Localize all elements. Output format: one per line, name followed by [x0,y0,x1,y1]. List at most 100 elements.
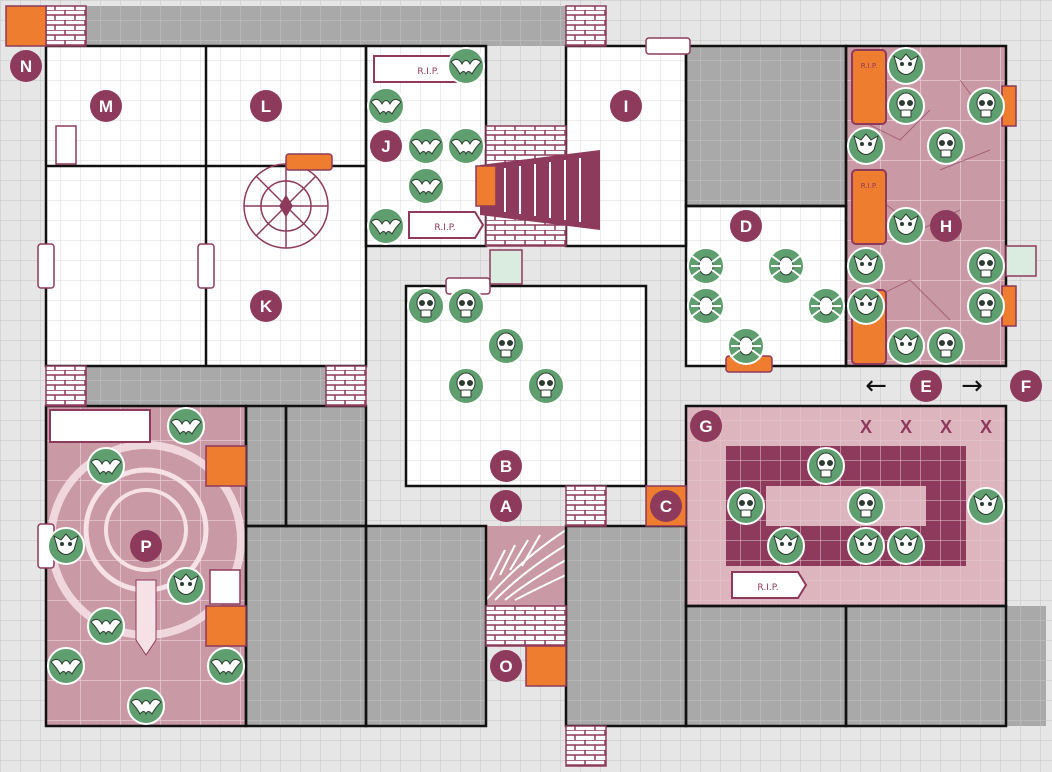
spider-token[interactable] [807,287,845,325]
svg-text:R.I.P.: R.I.P. [861,62,878,70]
bat-token[interactable] [367,207,405,245]
spider-token[interactable] [767,247,805,285]
skull-token[interactable] [807,447,845,485]
skull-token[interactable] [887,87,925,125]
room-label-p: P [130,530,162,562]
x-marker: X [980,417,992,437]
room-walls [44,44,1008,728]
goblin-token[interactable] [847,527,885,565]
goblin-token[interactable] [847,127,885,165]
bat-token[interactable] [367,87,405,125]
svg-text:J: J [381,137,390,156]
room-label-d: D [730,210,762,242]
x-marker: X [860,417,872,437]
direction-arrows: ← → [865,371,983,401]
chest-tile [205,605,247,647]
bat-token[interactable] [127,687,165,725]
goblin-token[interactable] [167,567,205,605]
skull-token[interactable] [527,367,565,405]
room-label-e: E [910,370,942,402]
skull-token[interactable] [967,287,1005,325]
svg-text:K: K [260,297,273,316]
x-marker: X [940,417,952,437]
goblin-token[interactable] [847,247,885,285]
bat-token[interactable] [167,407,205,445]
svg-text:H: H [940,217,952,236]
coffin: R.I.P. [851,49,887,125]
skull-token[interactable] [927,127,965,165]
room-label-f: F [1010,370,1042,402]
doors [37,37,1037,605]
sarcophagus [49,409,151,443]
spider-token[interactable] [687,287,725,325]
floor-compass [243,163,329,249]
skull-token[interactable] [407,287,445,325]
goblin-token[interactable] [887,47,925,85]
svg-text:N: N [20,57,32,76]
svg-text:M: M [99,97,113,116]
locked-door [475,165,497,207]
skull-token[interactable] [927,327,965,365]
svg-text:C: C [660,497,672,516]
arrow-left-icon: ← [865,371,887,401]
bridge-j-i [480,150,600,230]
room-label-a: A [490,490,522,522]
skull-token[interactable] [967,247,1005,285]
room-label-l: L [250,90,282,122]
room-label-n: N [10,50,42,82]
bat-token[interactable] [87,607,125,645]
skull-token[interactable] [847,487,885,525]
coffin: R.I.P. [731,571,808,599]
skull-token[interactable] [967,87,1005,125]
spider-token[interactable] [687,247,725,285]
x-marker: X [900,417,912,437]
room-label-j: J [370,130,402,162]
room-label-b: B [490,450,522,482]
bat-token[interactable] [447,47,485,85]
bat-token[interactable] [447,127,485,165]
goblin-token[interactable] [887,527,925,565]
bat-token[interactable] [87,447,125,485]
room-label-o: O [490,650,522,682]
bat-token[interactable] [407,167,445,205]
svg-text:F: F [1021,377,1031,396]
spider-token[interactable] [727,327,765,365]
coffin: R.I.P. [851,169,887,245]
bat-token[interactable] [47,647,85,685]
orange-tiles [5,5,1017,687]
bat-token[interactable] [407,127,445,165]
goblin-token[interactable] [887,327,925,365]
goblin-token[interactable] [887,207,925,245]
svg-text:R.I.P.: R.I.P. [757,583,778,593]
svg-text:R.I.P.: R.I.P. [417,67,438,77]
svg-text:P: P [140,537,151,556]
skull-token[interactable] [447,287,485,325]
svg-text:A: A [500,497,512,516]
skull-token[interactable] [487,327,525,365]
goblin-token[interactable] [967,487,1005,525]
room-label-m: M [90,90,122,122]
room-label-h: H [930,210,962,242]
svg-text:D: D [740,217,752,236]
coffin: R.I.P. [408,211,485,239]
room-label-k: K [250,290,282,322]
x-markers: X X X X [860,417,992,437]
goblin-token[interactable] [847,287,885,325]
skull-token[interactable] [727,487,765,525]
room-label-i: I [610,90,642,122]
bat-token[interactable] [207,647,245,685]
exit-tile-p [205,445,247,487]
svg-text:I: I [624,97,629,116]
goblin-token[interactable] [47,527,85,565]
skull-token[interactable] [447,367,485,405]
monster-layer [47,47,1005,725]
exit-tile-o [525,645,567,687]
arrow-right-icon: → [961,371,983,401]
goblin-token[interactable] [767,527,805,565]
svg-text:R.I.P.: R.I.P. [434,223,455,233]
svg-text:E: E [920,377,931,396]
exit-tile-n [5,5,47,47]
svg-text:G: G [699,417,712,436]
